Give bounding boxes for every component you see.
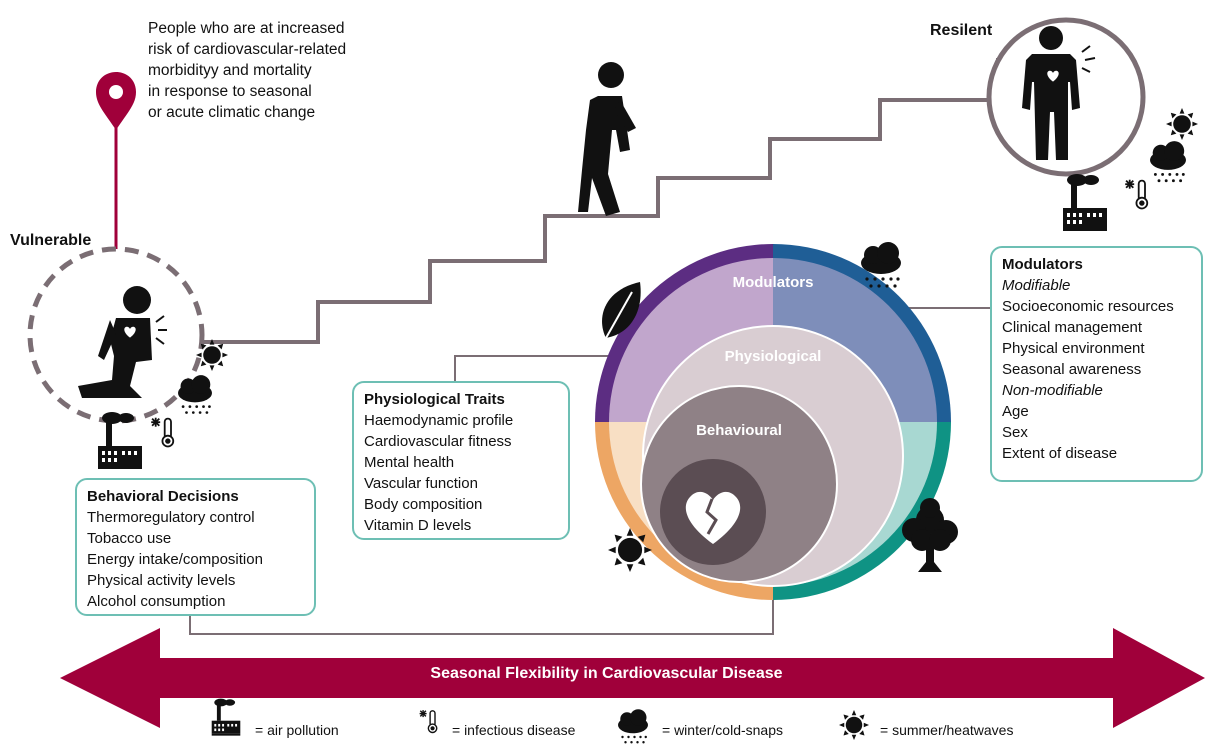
walking-person-icon [578,62,636,216]
rain-cloud-icon [1150,141,1186,183]
vulnerable-label: Vulnerable [10,232,92,249]
list-item: Seasonal awareness [1002,361,1142,378]
location-pin-icon [96,72,136,262]
rain-cloud-icon [618,709,648,744]
list-item: Mental health [364,454,455,471]
sun-icon [1166,108,1198,140]
list-item: Clinical management [1002,319,1143,336]
pain-lines-icon [1081,45,1096,73]
list-item: Body composition [364,496,483,513]
legend-infectious-disease: = infectious disease [452,722,576,738]
list-item: Alcohol consumption [87,593,226,610]
list-item: Physical environment [1002,340,1145,357]
list-item: Sex [1002,424,1028,441]
vulnerable-description: People who are at increased risk of card… [148,20,347,121]
thermometer-icon [1124,178,1149,210]
list-item: Tobacco use [87,530,172,547]
physiological-label: Physiological [724,348,822,365]
modulators-label: Modulators [732,274,814,291]
tree-icon [902,498,958,572]
staircase [190,58,1130,344]
list-item: Socioeconomic resources [1002,298,1174,315]
legend-summer: = summer/heatwaves [880,722,1014,738]
factory-icon [211,698,241,736]
box-title: Modulators [1002,256,1083,273]
thermometer-icon [418,709,438,734]
pain-lines-icon [155,315,167,345]
legend-air-pollution: = air pollution [255,722,339,738]
box-title: Behavioral Decisions [87,488,239,505]
list-item: Physical activity levels [87,572,236,589]
legend-winter: = winter/cold-snaps [662,722,784,738]
seasonal-arrow [60,628,1205,728]
kneeling-person-icon [78,286,152,398]
list-item: Vitamin D levels [364,517,472,534]
box-title: Physiological Traits [364,391,505,408]
list-item: Extent of disease [1002,445,1118,462]
behavioral-decisions-box: Behavioral Decisions Thermoregulatory co… [75,478,316,616]
resilient-label: Resilent [930,22,993,39]
list-item: Thermoregulatory control [87,509,255,526]
modifiable-label: Modifiable [1002,277,1071,294]
standing-person-icon [1022,26,1080,160]
broken-heart-icon [685,491,741,544]
sun-icon [839,710,869,740]
list-item: Cardiovascular fitness [364,433,512,450]
modulators-box: Modulators Modifiable Socioeconomic reso… [990,246,1203,482]
physiological-traits-box: Physiological Traits Haemodynamic profil… [352,381,570,540]
leaf-icon [602,282,641,339]
behavioural-label: Behavioural [696,422,782,439]
list-item: Age [1002,403,1029,420]
list-item: Haemodynamic profile [364,412,514,429]
rain-cloud-icon [178,375,212,414]
arrow-label: Seasonal Flexibility in Cardiovascular D… [430,665,783,682]
list-item: Vascular function [364,475,478,492]
nonmodifiable-label: Non-modifiable [1002,382,1103,399]
thermometer-icon [150,416,175,448]
list-item: Energy intake/composition [87,551,263,568]
factory-icon [1063,174,1107,231]
